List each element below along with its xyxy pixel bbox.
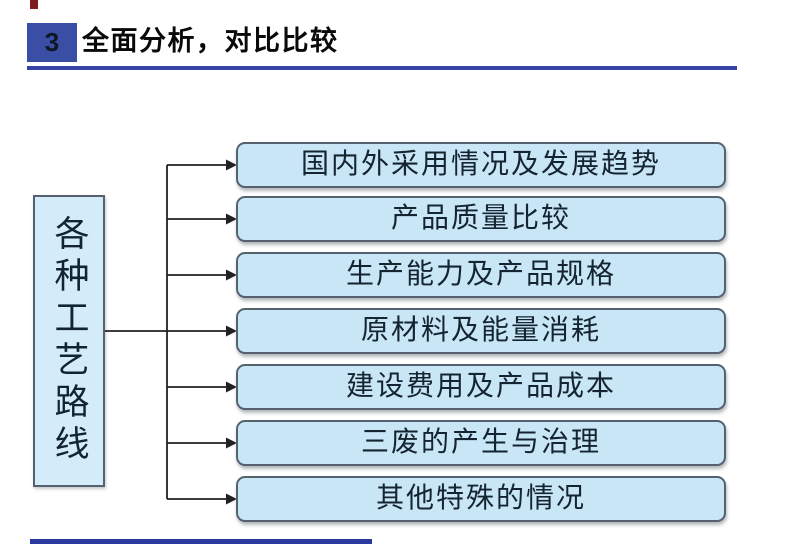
corner-mark (30, 0, 38, 9)
header-divider (27, 66, 737, 70)
bottom-divider (30, 539, 372, 544)
branch-node-label: 建设费用及产品成本 (345, 371, 616, 402)
section-number: 3 (44, 27, 60, 57)
branch-node: 产品质量比较 (236, 196, 726, 242)
branch-node: 其他特殊的情况 (236, 476, 726, 522)
root-node-label: 各种工艺路线 (49, 215, 89, 467)
branch-node-label: 其他特殊的情况 (375, 483, 586, 514)
branch-node-label: 生产能力及产品规格 (345, 259, 616, 290)
branch-node: 三废的产生与治理 (236, 420, 726, 466)
page-title: 全面分析，对比比较 (82, 26, 339, 56)
branch-node-label: 产品质量比较 (390, 203, 571, 234)
branch-node-label: 原材料及能量消耗 (360, 315, 601, 346)
root-node-process-routes: 各种工艺路线 (33, 195, 105, 487)
section-number-badge: 3 (27, 23, 77, 62)
arrowhead-icons (226, 159, 237, 505)
branch-node: 建设费用及产品成本 (236, 364, 726, 410)
branch-node: 生产能力及产品规格 (236, 252, 726, 298)
branch-node-label: 三废的产生与治理 (360, 427, 601, 458)
branch-node: 原材料及能量消耗 (236, 308, 726, 354)
branch-node: 国内外采用情况及发展趋势 (236, 142, 726, 188)
branch-node-label: 国内外采用情况及发展趋势 (300, 149, 661, 180)
